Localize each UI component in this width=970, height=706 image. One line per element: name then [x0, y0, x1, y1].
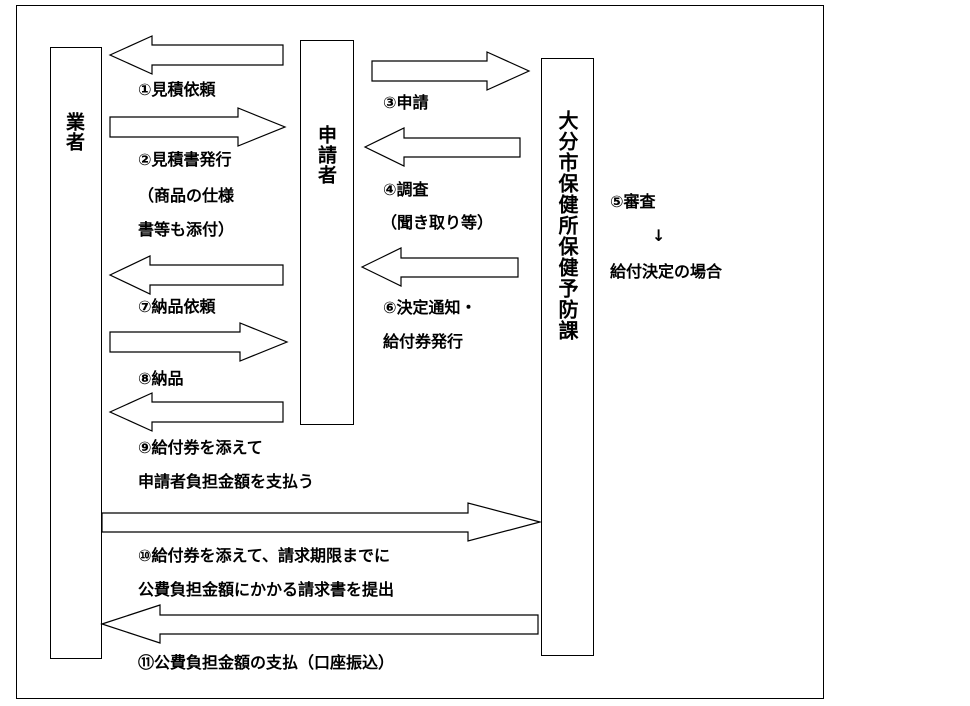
step5-down-arrow: ↓ [652, 226, 666, 245]
vendor-label: 業者 [63, 112, 85, 152]
step1-label: ①見積依頼 [138, 80, 216, 99]
step6-label-line1: ⑥決定通知・ [383, 298, 477, 317]
step5-result-label: 給付決定の場合 [610, 262, 723, 281]
step3-label: ③申請 [383, 93, 429, 112]
office-label: 大分市保健所保健予防課 [555, 110, 579, 341]
step2-label-line1: ②見積書発行 [138, 150, 232, 169]
arrow-step7 [108, 255, 284, 295]
office-box [541, 58, 594, 656]
arrow-step10 [101, 502, 543, 542]
arrow-step3 [371, 51, 531, 91]
step8-label: ⑧納品 [138, 369, 184, 388]
applicant-box [300, 40, 354, 425]
applicant-label: 申請者 [315, 125, 337, 185]
arrow-step6 [360, 247, 519, 287]
step7-label: ⑦納品依頼 [138, 297, 216, 316]
step10-label-line1: ⑩給付券を添えて、請求期限までに [138, 546, 390, 565]
step10-label-line2: 公費負担金額にかかる請求書を提出 [138, 580, 395, 599]
arrow-step4 [363, 127, 521, 167]
arrow-step1 [108, 35, 284, 75]
step2-label-line2: （商品の仕様 [138, 186, 235, 205]
step9-label-line1: ⑨給付券を添えて [138, 438, 263, 457]
arrow-step11 [100, 604, 539, 644]
vendor-box [50, 47, 102, 659]
step6-label-line2: 給付券発行 [383, 332, 464, 351]
step4-label-line2: （聞き取り等） [381, 213, 494, 232]
arrow-step9 [108, 392, 284, 432]
step5-label: ⑤審査 [610, 192, 656, 211]
arrow-step8 [109, 322, 289, 362]
diagram-frame [16, 5, 824, 699]
step9-label-line2: 申請者負担金額を支払う [138, 472, 315, 491]
step4-label-line1: ④調査 [383, 180, 429, 199]
step2-label-line3: 書等も添付） [138, 220, 235, 239]
step11-label: ⑪公費負担金額の支払（口座振込） [138, 653, 395, 672]
arrow-step2 [109, 107, 287, 147]
